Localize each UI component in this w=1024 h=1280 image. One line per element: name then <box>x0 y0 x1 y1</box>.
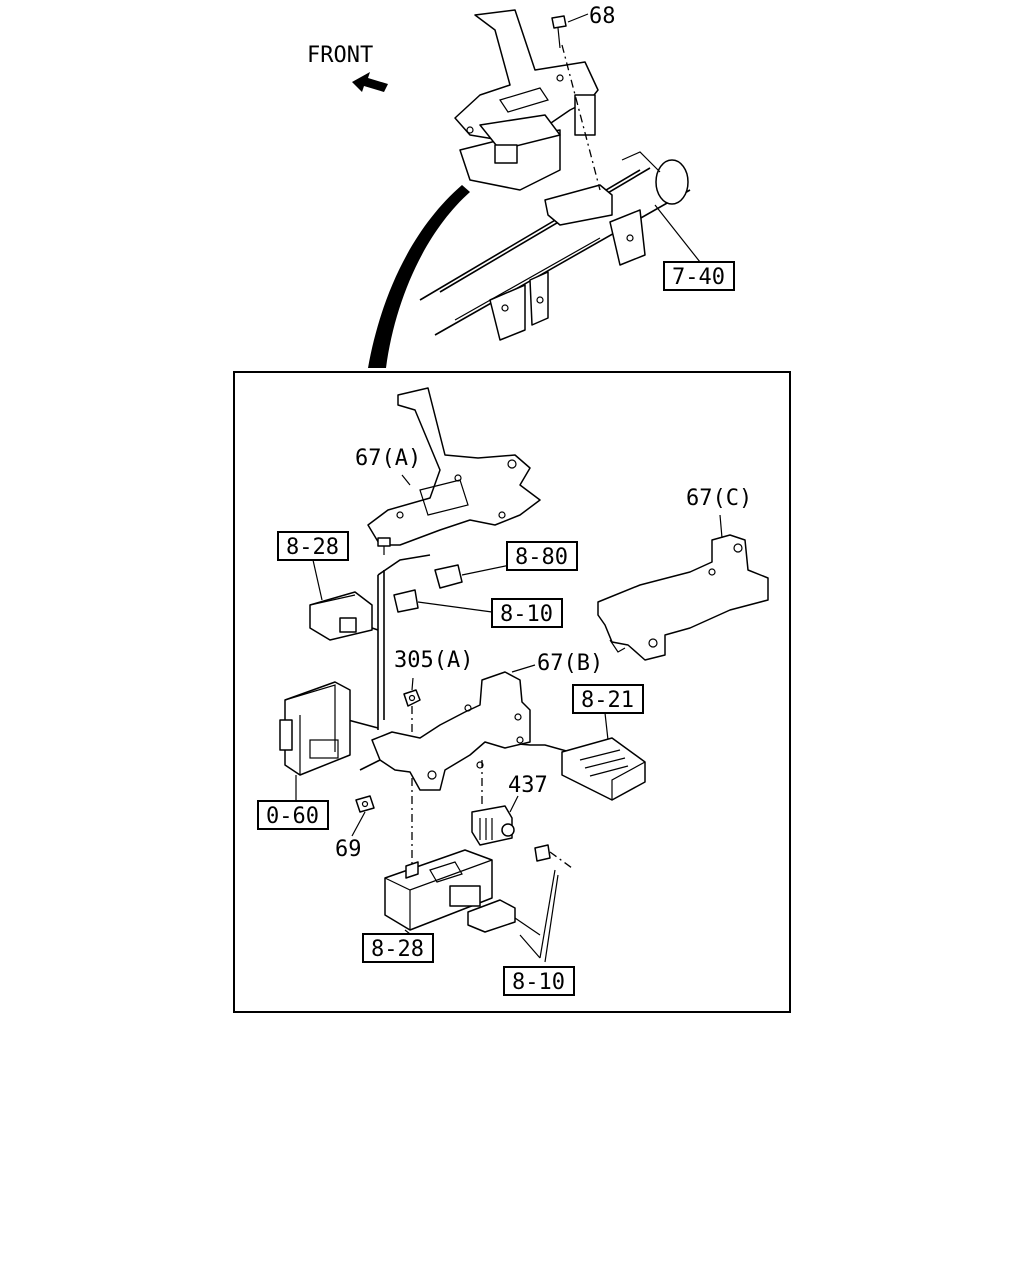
callout-67b: 67(B) <box>537 651 603 676</box>
callout-8-10-top: 8-10 <box>500 602 553 627</box>
callout-7-40: 7-40 <box>654 204 735 291</box>
bracket-67b: 67(B) <box>371 651 603 791</box>
bracket-67a: 67(A) <box>355 387 541 546</box>
connector-8-10-bottom: 8-10 <box>467 869 575 996</box>
nut-69: 69 <box>335 795 375 862</box>
front-label: FRONT <box>307 43 373 68</box>
module-0-60: 0-60 <box>257 681 351 830</box>
upper-module-bracket <box>454 9 599 191</box>
cross-member-assembly <box>419 151 691 341</box>
connector-8-80: 8-80 <box>434 541 578 589</box>
bracket-67c: 67(C) <box>597 486 769 661</box>
front-arrow-icon <box>352 72 388 92</box>
callout-8-10-bottom: 8-10 <box>512 970 565 995</box>
callout-7-40-label: 7-40 <box>672 265 725 290</box>
small-connector <box>534 844 573 869</box>
detail-link-arrow <box>368 185 470 368</box>
screw-upper <box>377 537 391 555</box>
callout-437: 437 <box>508 773 548 798</box>
nut-305a: 305(A) <box>394 648 473 865</box>
callout-8-21: 8-21 <box>581 688 634 713</box>
callout-67a: 67(A) <box>355 446 421 471</box>
connector-8-10-top: 8-10 <box>393 589 563 628</box>
callout-8-80: 8-80 <box>515 545 568 570</box>
bolt-68: 68 <box>551 4 616 191</box>
relay-437: 437 <box>471 760 548 846</box>
front-indicator: FRONT <box>307 43 388 92</box>
callout-305a: 305(A) <box>394 648 473 673</box>
callout-67c: 67(C) <box>686 486 752 511</box>
callout-8-28-bottom: 8-28 <box>371 937 424 962</box>
callout-69: 69 <box>335 837 362 862</box>
callout-0-60: 0-60 <box>266 804 319 829</box>
detail-frame <box>233 371 791 1013</box>
module-8-28-top: 8-28 <box>277 531 373 641</box>
module-8-28-bottom: 8-28 <box>362 849 493 963</box>
callout-68: 68 <box>589 4 616 29</box>
connector-8-21: 8-21 <box>561 684 646 801</box>
callout-8-28-top: 8-28 <box>286 535 339 560</box>
